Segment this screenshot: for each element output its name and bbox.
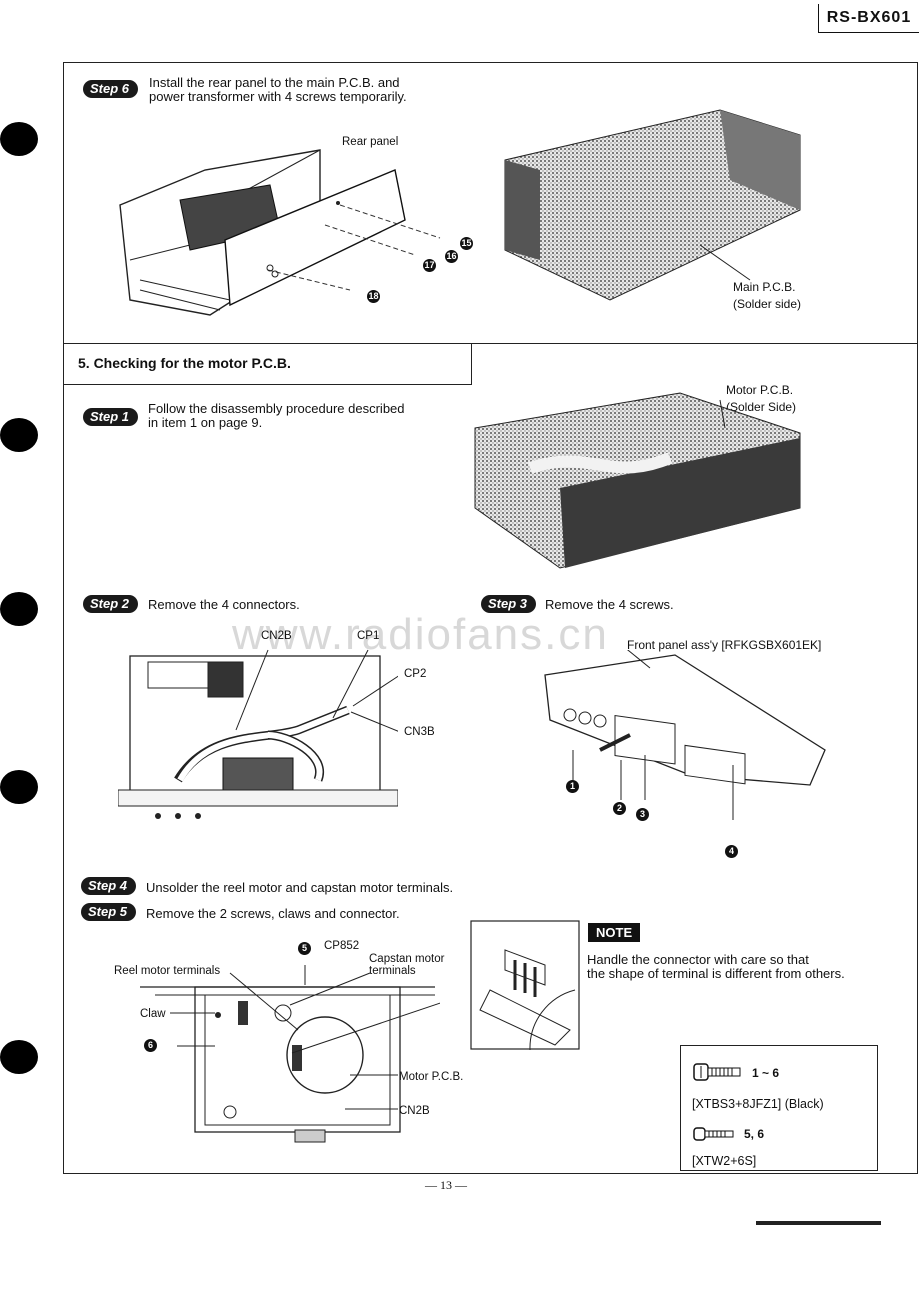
screw-17-marker: 17 <box>423 259 436 272</box>
cn2b-label: CN2B <box>261 630 292 642</box>
main-pcb-label-line1: Main P.C.B. <box>733 280 796 294</box>
capstan-label-line1: Capstan motor <box>369 953 445 965</box>
section-title-box-right <box>471 343 473 385</box>
connector-detail-illustration <box>470 920 580 1050</box>
content-frame <box>63 62 918 1174</box>
screw-6-marker: 6 <box>144 1039 157 1052</box>
step1-tag: Step 1 <box>83 408 139 426</box>
screw-legend-part2: [XTW2+6S] <box>692 1154 757 1168</box>
step5-text: Remove the 2 screws, claws and connector… <box>146 906 400 921</box>
model-number: RS-BX601 <box>818 4 919 33</box>
motor-pcb-label: Motor P.C.B. <box>399 1071 464 1083</box>
motor-pcb-illustration <box>140 965 440 1143</box>
screw-large-icon <box>693 1063 741 1081</box>
reel-motor-label: Reel motor terminals <box>114 965 221 977</box>
screw-small-icon <box>693 1127 734 1141</box>
screw-2-marker: 2 <box>613 802 626 815</box>
step6-tag: Step 6 <box>83 80 139 98</box>
screw-legend-box <box>680 1045 878 1171</box>
note-text-line1: Handle the connector with care so that <box>587 952 809 967</box>
cp2-label: CP2 <box>404 668 427 680</box>
step2-tag: Step 2 <box>83 595 139 613</box>
binder-hole-1 <box>0 122 38 156</box>
binder-hole-5 <box>0 1040 38 1074</box>
step4-tag: Step 4 <box>81 877 137 895</box>
note-tag: NOTE <box>588 923 641 942</box>
watermark: www.radiofans.cn <box>232 610 609 659</box>
step3-text: Remove the 4 screws. <box>545 597 674 612</box>
step1-text-line1: Follow the disassembly procedure describ… <box>148 401 405 416</box>
screw-15-marker: 15 <box>460 237 473 250</box>
connector-illustration <box>118 649 398 819</box>
section-title: 5. Checking for the motor P.C.B. <box>78 355 291 371</box>
cn3b-label: CN3B <box>404 726 435 738</box>
capstan-label-line2: terminals <box>369 965 416 977</box>
claw-label: Claw <box>140 1008 166 1020</box>
divider-step6 <box>63 343 918 345</box>
rear-panel-illustration <box>119 149 441 316</box>
screw-legend-range2: 5, 6 <box>744 1127 765 1141</box>
binder-hole-3 <box>0 592 38 626</box>
front-panel-label: Front panel ass'y [RFKGSBX601EK] <box>627 638 822 652</box>
screw-1-marker: 1 <box>566 780 579 793</box>
screw-4-marker: 4 <box>725 845 738 858</box>
step2-text: Remove the 4 connectors. <box>148 597 300 612</box>
motor-pcb-label-line2: (Solder Side) <box>726 400 797 414</box>
screw-3-marker: 3 <box>636 808 649 821</box>
front-panel-illustration <box>544 650 826 820</box>
main-pcb-label-line2: (Solder side) <box>733 297 802 311</box>
step1-text-line2: in item 1 on page 9. <box>148 415 263 430</box>
screw-18-marker: 18 <box>367 290 380 303</box>
motor-pcb-label-line1: Motor P.C.B. <box>726 383 794 397</box>
screw-16-marker: 16 <box>445 250 458 263</box>
motor-pcb-photo <box>474 392 801 569</box>
note-text-line2: the shape of terminal is different from … <box>587 966 845 981</box>
screw-legend-range1: 1 ~ 6 <box>752 1066 780 1080</box>
screw-5-marker: 5 <box>298 942 311 955</box>
cp1-label: CP1 <box>357 630 380 642</box>
step6-text-line2: power transformer with 4 screws temporar… <box>149 89 407 104</box>
cp852-label: CP852 <box>324 940 360 952</box>
cn2b-label-step5: CN2B <box>399 1105 430 1117</box>
section-title-box-bottom <box>63 384 472 386</box>
rear-panel-label: Rear panel <box>342 136 399 148</box>
binder-hole-4 <box>0 770 38 804</box>
footer-rule <box>756 1221 881 1225</box>
step6-text-line1: Install the rear panel to the main P.C.B… <box>149 75 400 90</box>
step3-tag: Step 3 <box>481 595 537 613</box>
main-pcb-photo <box>504 109 801 301</box>
step4-text: Unsolder the reel motor and capstan moto… <box>146 880 454 895</box>
page-number: — 13 — <box>425 1178 467 1192</box>
binder-hole-2 <box>0 418 38 452</box>
step5-tag: Step 5 <box>81 903 137 921</box>
screw-legend-part1: [XTBS3+8JFZ1] (Black) <box>692 1097 824 1111</box>
